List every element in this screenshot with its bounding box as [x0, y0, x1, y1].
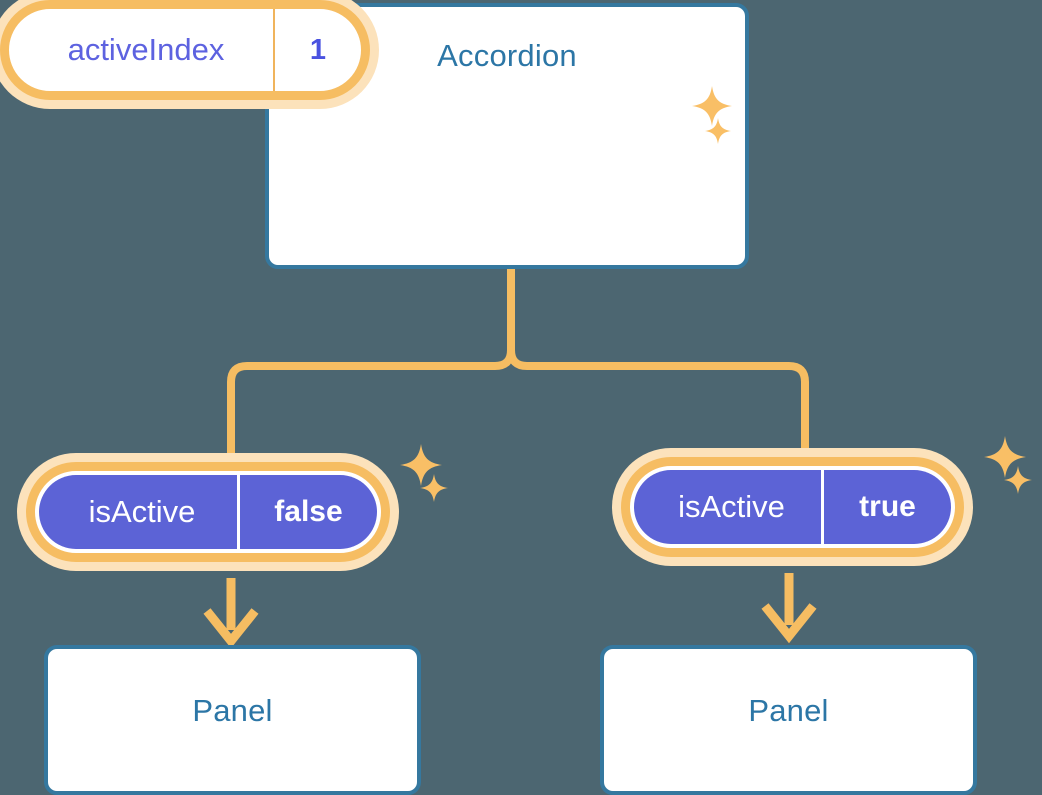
prop-pill-body: isActive true: [621, 457, 964, 557]
prop-pill-isactive-false[interactable]: isActive false: [26, 462, 390, 562]
prop-pill-value: false: [237, 475, 377, 549]
sparkle-four-point-small-icon: [705, 118, 731, 144]
state-pill-key: activeIndex: [67, 32, 225, 67]
connector-trunk-split: [227, 265, 515, 470]
state-pill-value: 1: [273, 9, 361, 91]
state-pill-activeindex[interactable]: activeIndex 1: [0, 0, 370, 100]
prop-pill-key: isActive: [678, 489, 785, 524]
prop-pill-inner: isActive true: [634, 470, 951, 544]
prop-pill-inner: isActive false: [39, 475, 377, 549]
arrow-down-icon-left: [203, 578, 259, 649]
sparkle-four-point-small-icon: [1004, 466, 1032, 494]
prop-pill-body: isActive false: [26, 462, 390, 562]
sparkle-four-point-icon: [984, 436, 1026, 478]
prop-pill-value: true: [821, 470, 951, 544]
state-pill-inner: activeIndex 1: [9, 9, 361, 91]
sparkle-four-point-small-icon: [420, 474, 448, 502]
sparkle-four-point-icon: [692, 86, 732, 126]
component-title-accordion: Accordion: [437, 38, 577, 73]
component-title-panel-right: Panel: [748, 693, 829, 728]
prop-pill-isactive-true[interactable]: isActive true: [621, 457, 964, 557]
connector-right-branch: [507, 346, 809, 466]
prop-pill-key: isActive: [88, 494, 196, 529]
arrow-down-icon-right: [761, 573, 817, 644]
component-title-panel-left: Panel: [192, 693, 273, 728]
component-box-panel-left[interactable]: Panel: [44, 645, 421, 795]
state-pill-body: activeIndex 1: [0, 0, 370, 100]
component-box-panel-right[interactable]: Panel: [600, 645, 977, 795]
